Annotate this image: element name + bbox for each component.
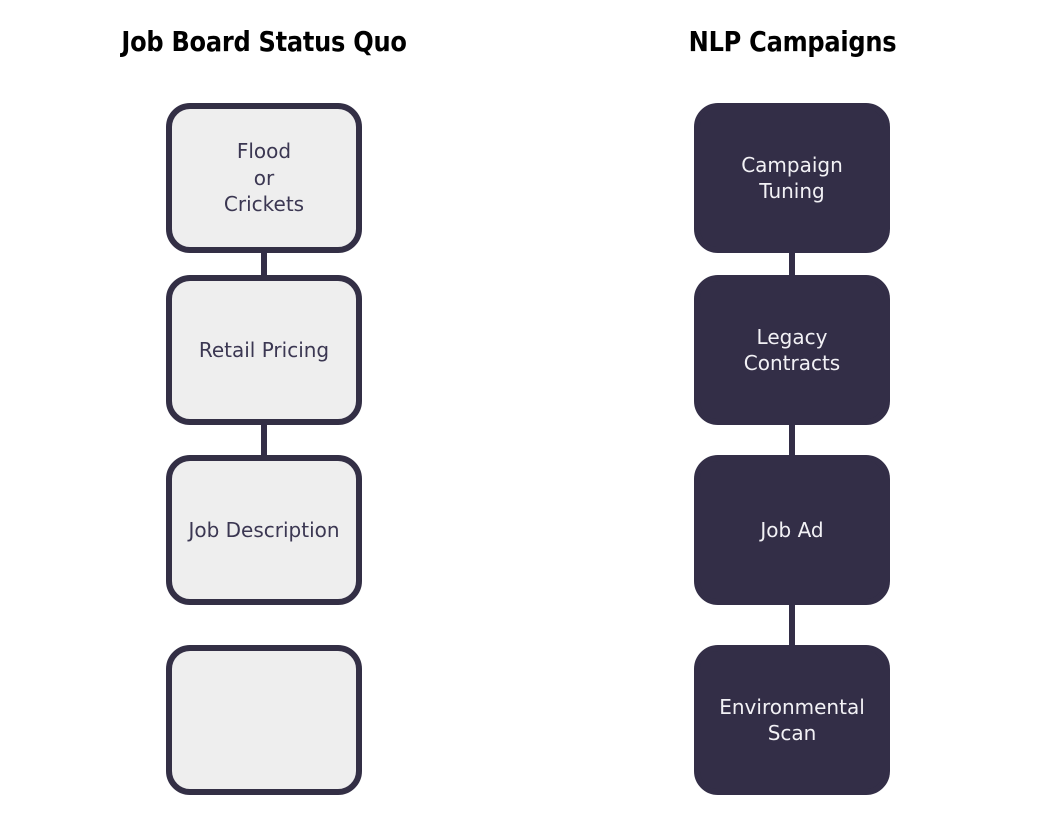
node-campaign-tuning[interactable]: Campaign Tuning [694,103,890,253]
column-title-left: Job Board Status Quo [121,25,407,58]
node-label: Flood or Crickets [223,139,305,217]
connector-left-1-2 [261,423,267,457]
node-retail-pricing[interactable]: Retail Pricing [166,275,362,425]
connector-right-1-2 [789,423,795,457]
node-label: Job Ad [760,517,824,542]
node-job-ad[interactable]: Job Ad [694,455,890,605]
node-empty[interactable] [166,645,362,795]
node-legacy-contracts[interactable]: Legacy Contracts [694,275,890,425]
node-label: Legacy Contracts [743,324,841,375]
node-flood-or-crickets[interactable]: Flood or Crickets [166,103,362,253]
node-label: Campaign Tuning [741,152,843,203]
node-job-description[interactable]: Job Description [166,455,362,605]
column-title-right: NLP Campaigns [688,25,897,58]
connector-right-2-3 [789,603,795,647]
node-environmental-scan[interactable]: Environmental Scan [694,645,890,795]
node-label: Environmental Scan [719,694,865,745]
connector-right-0-1 [789,251,795,277]
node-label: Job Description [188,517,340,542]
node-label: Retail Pricing [198,337,330,362]
connector-left-0-1 [261,251,267,277]
